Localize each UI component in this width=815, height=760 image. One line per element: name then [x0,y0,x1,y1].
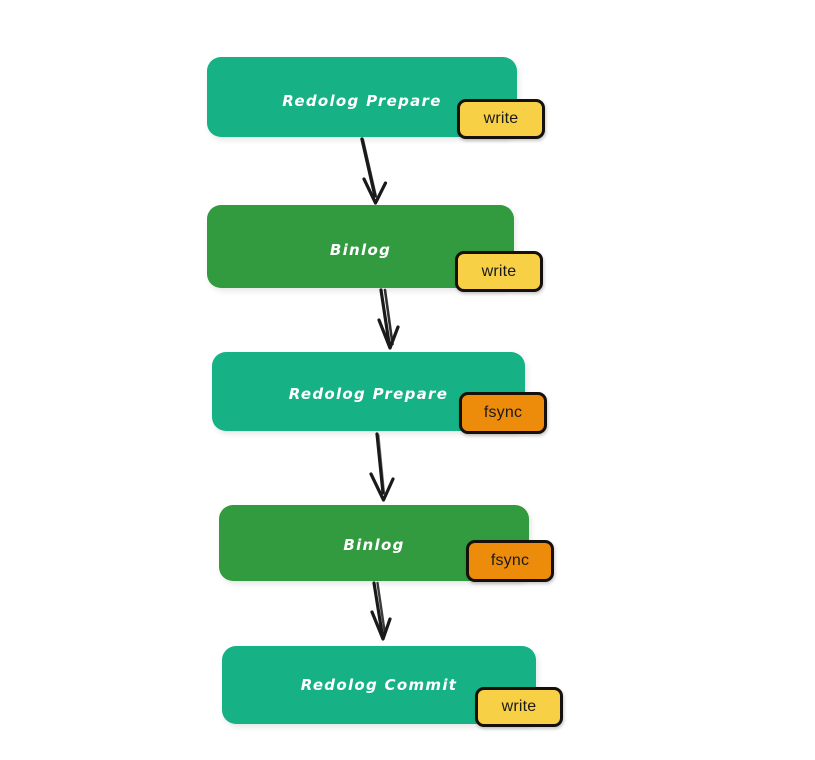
node-label: Binlog [329,241,392,259]
node-label: Redolog Commit [300,676,458,694]
badge-label: write [483,110,519,127]
badge-label: write [501,698,537,715]
arrow-binlog-write-to-redolog-prepare-fsync [377,288,400,350]
node-label: Binlog [343,536,405,554]
arrow-redolog-prepare-write-to-binlog-write [360,137,388,205]
badge-write-1[interactable]: write [457,99,545,139]
node-label: Redolog Prepare [288,385,449,403]
badge-label: fsync [483,404,523,421]
badge-fsync-1[interactable]: fsync [459,392,547,434]
badge-write-2[interactable]: write [455,251,543,292]
badge-label: fsync [490,552,530,569]
badge-fsync-2[interactable]: fsync [466,540,554,582]
arrow-binlog-fsync-to-redolog-commit [370,581,392,641]
arrow-redolog-prepare-fsync-to-binlog-fsync [369,432,395,502]
node-label: Redolog Prepare [282,92,442,110]
badge-write-3[interactable]: write [475,687,563,727]
badge-label: write [481,262,517,280]
